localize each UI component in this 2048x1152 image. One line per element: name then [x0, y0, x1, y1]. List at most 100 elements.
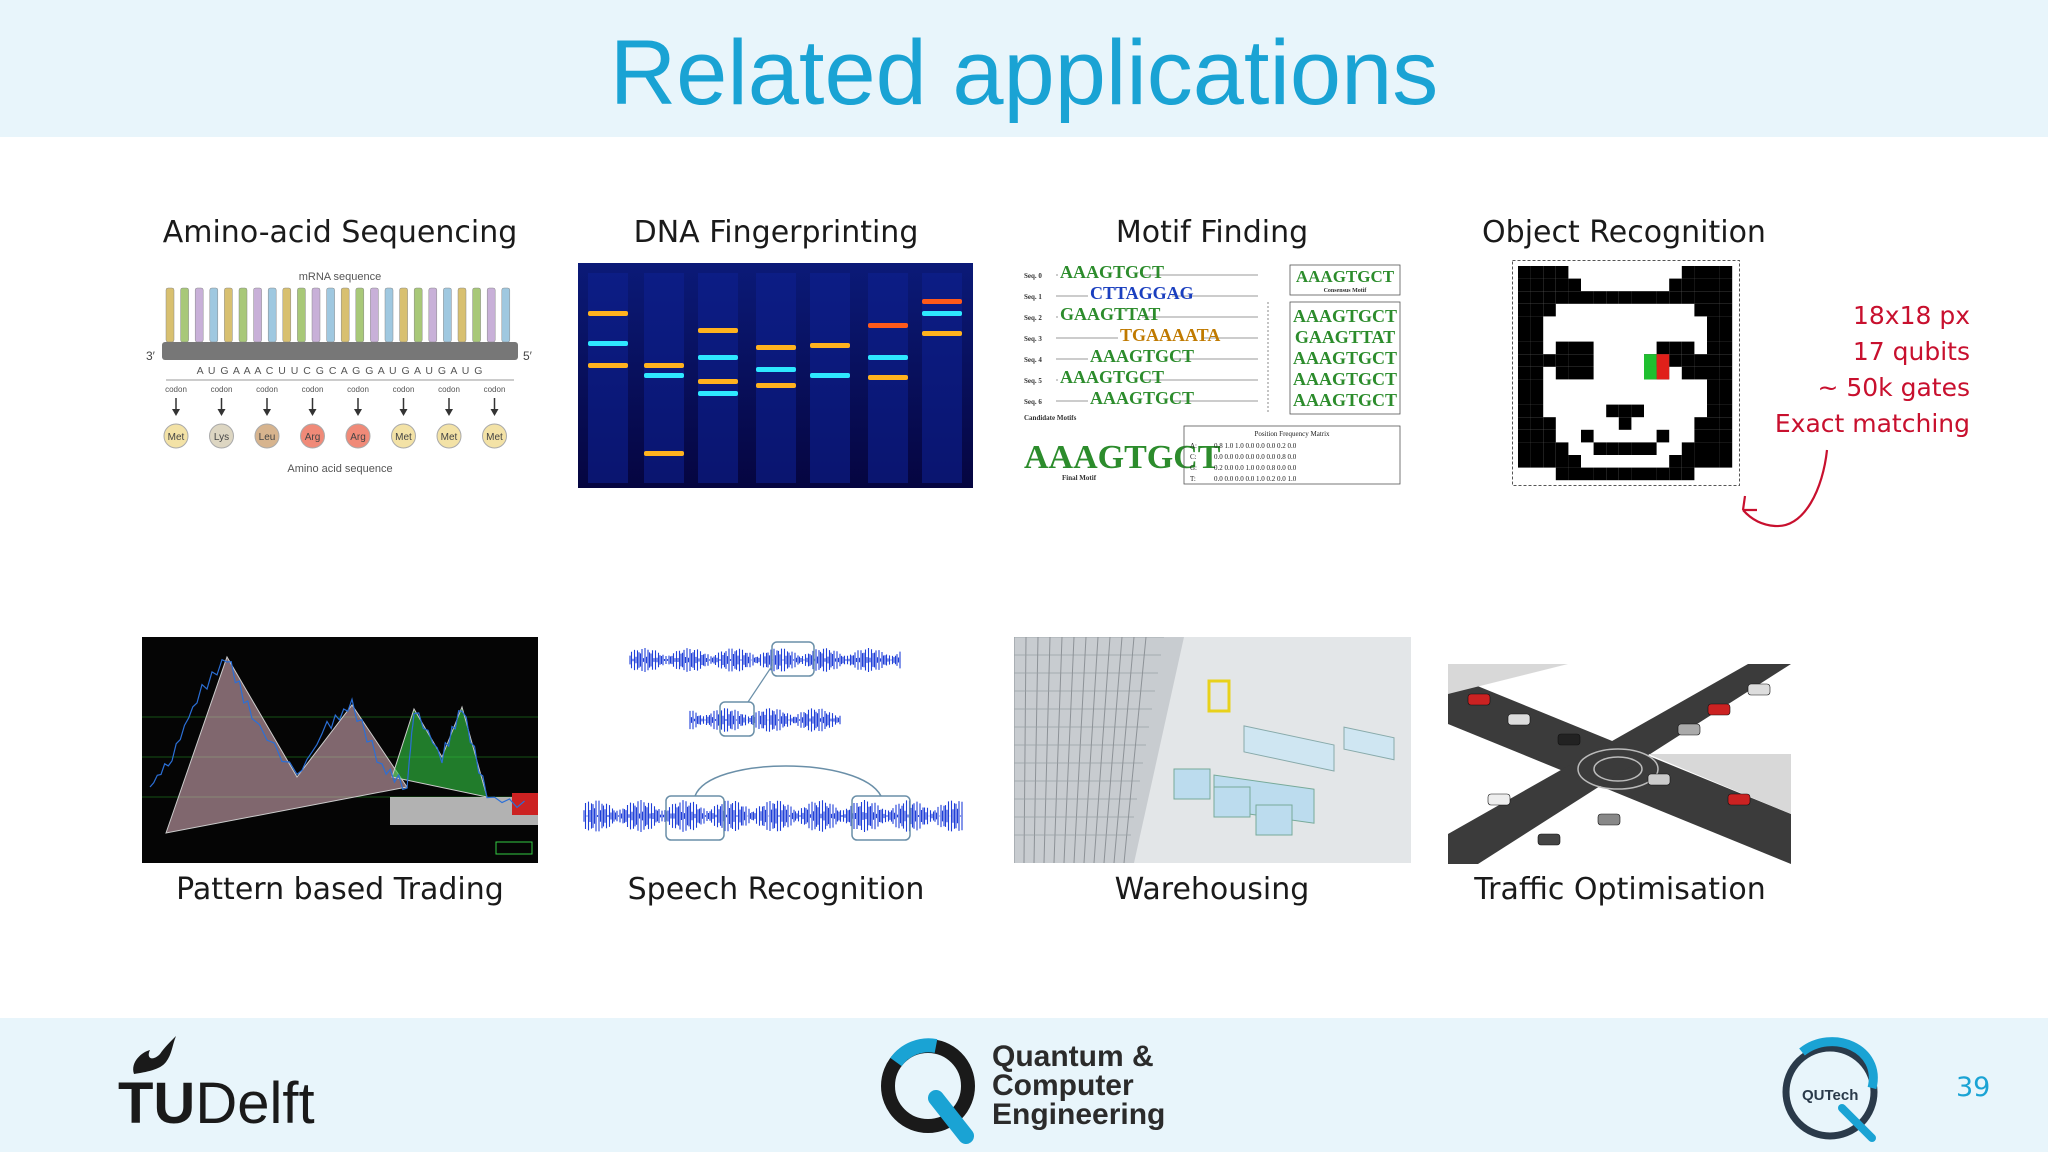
arrow-head-icon [217, 409, 226, 416]
pixel [1644, 291, 1657, 304]
pixel [1518, 303, 1531, 317]
pixel [1530, 442, 1544, 455]
pixel [1606, 291, 1619, 304]
pixel [1543, 266, 1556, 279]
pixel [1518, 379, 1531, 392]
consensus-caption: Consensus Motif [1324, 288, 1368, 294]
nucleotide-tube [194, 287, 204, 343]
pixel [1555, 354, 1569, 367]
pfm-box [1183, 425, 1401, 485]
footer-bar [0, 1018, 2048, 1152]
pixel [1719, 291, 1733, 304]
pixel [1719, 316, 1733, 329]
price-line [149, 658, 525, 809]
pixel [1555, 467, 1569, 481]
pixel [1644, 442, 1657, 455]
gel-band [588, 363, 628, 368]
nucleotide-tube [326, 287, 335, 343]
pixel [1669, 455, 1682, 468]
pixel [1694, 442, 1707, 455]
car [1507, 713, 1531, 726]
sensor-ring [1577, 748, 1659, 790]
pixel [1581, 291, 1594, 304]
pixel [1568, 291, 1581, 304]
qce-line-3: Engineering [992, 1098, 1166, 1131]
gel-lane [756, 273, 796, 483]
candidate-motif: AAAGTGCT [1060, 262, 1164, 282]
truck-2 [1343, 726, 1395, 761]
arrow-head-icon [172, 409, 180, 416]
candidate-motif: AAAGTGCT [1060, 367, 1164, 387]
pfm-base: G: [1190, 464, 1197, 472]
pixel [1530, 455, 1544, 468]
truck-4 [1173, 768, 1211, 800]
pixel [1681, 455, 1695, 468]
pixel [1581, 467, 1594, 481]
pfm-title: Position Frequency Matrix [1254, 430, 1330, 438]
pixel [1618, 291, 1632, 304]
label-speech: Speech Recognition [627, 872, 925, 907]
car [1597, 813, 1621, 826]
pixel [1518, 354, 1531, 367]
pixel [1581, 366, 1594, 380]
pixel [1631, 442, 1644, 455]
pixel [1530, 341, 1544, 355]
pixel [1644, 467, 1657, 481]
annotation-line: Exact matching [1774, 409, 1970, 438]
candidate-motif: TGAAAATA [1120, 325, 1220, 345]
pixel [1694, 354, 1707, 367]
pixel [1681, 266, 1695, 279]
pfm-base: A: [1190, 442, 1197, 450]
pixel [1707, 455, 1720, 468]
consensus-motif: AAAGTGCT [1293, 369, 1397, 389]
gel-band [756, 383, 796, 388]
amino-acid-label: Met [486, 432, 503, 443]
label-dna: DNA Fingerprinting [633, 215, 919, 250]
nucleotide-tube [165, 287, 175, 343]
amino-acid-label: Arg [305, 432, 321, 443]
sidewalk-e [1648, 754, 1791, 814]
pixel [1518, 366, 1531, 380]
consensus-motif: GAAGTTAT [1295, 327, 1395, 347]
pixel [1530, 417, 1544, 430]
pixel [1518, 442, 1531, 455]
nucleotide-tubes [165, 287, 511, 343]
pixel [1543, 354, 1556, 367]
pixel [1530, 366, 1544, 380]
pixel [1618, 417, 1632, 430]
nucleotide-tube [224, 287, 233, 343]
consensus-top: AAAGTGCT [1296, 267, 1395, 286]
pixel [1707, 379, 1720, 392]
pixel [1530, 329, 1544, 342]
pixel [1530, 278, 1544, 292]
nucleotide-tube [486, 287, 496, 343]
pixel [1518, 291, 1531, 304]
pixel [1631, 291, 1644, 304]
cars [1467, 683, 1771, 846]
nucleotide-tube [443, 287, 452, 343]
arrow-head-icon [490, 409, 499, 416]
amino-acid-label: Met [441, 432, 458, 443]
pixel [1669, 291, 1682, 304]
pixel [1656, 341, 1670, 355]
rack-line [1033, 637, 1039, 863]
pixel [1518, 316, 1531, 329]
sequence-label: Seq. 6 [1024, 398, 1042, 406]
gel-band [644, 373, 684, 378]
nucleotide-tube [282, 287, 292, 343]
waveforms [583, 648, 963, 832]
pixel [1618, 442, 1632, 455]
harmonic-pattern-green [391, 705, 488, 798]
backbone [162, 342, 518, 360]
pixel [1719, 379, 1733, 392]
label-object: Object Recognition [1482, 215, 1766, 250]
match-link-1 [747, 665, 773, 703]
sidewalk-nw [1448, 664, 1568, 694]
nucleotide-tube [399, 287, 408, 343]
pixel [1694, 366, 1707, 380]
motif-backdrop [1088, 346, 1172, 364]
pixel [1543, 291, 1556, 304]
sequence-label: Seq. 4 [1024, 356, 1042, 364]
codon-label: codon [256, 385, 278, 394]
waveform [583, 800, 963, 832]
